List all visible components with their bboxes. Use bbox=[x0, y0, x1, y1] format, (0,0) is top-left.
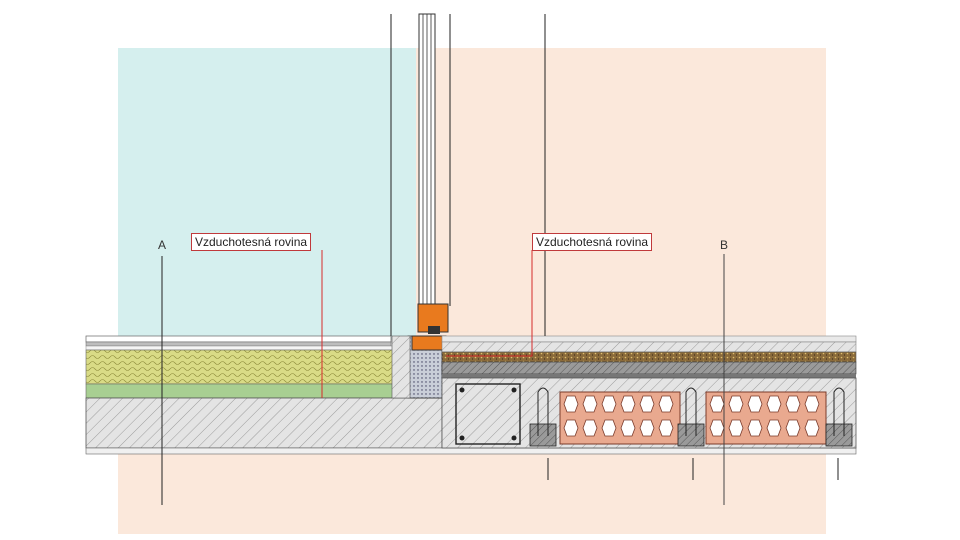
block-cavity bbox=[601, 395, 617, 413]
rebar bbox=[685, 387, 697, 436]
concrete-beam bbox=[455, 383, 521, 445]
rebar bbox=[833, 387, 845, 436]
concrete-slab-left bbox=[85, 397, 443, 449]
exterior-zone-upper bbox=[416, 48, 826, 340]
block-cavity bbox=[563, 419, 579, 437]
block-cavity bbox=[709, 395, 725, 413]
rebar bbox=[537, 387, 549, 436]
airtight-plane-callout-left: Vzduchotesná rovina bbox=[191, 233, 312, 251]
block-cavity bbox=[639, 395, 655, 413]
block-cavity bbox=[804, 419, 820, 437]
block-cavity bbox=[620, 395, 636, 413]
section-label-a: A bbox=[158, 238, 167, 252]
block-cavity bbox=[658, 395, 674, 413]
block-cavity bbox=[728, 395, 744, 413]
block-cavity bbox=[747, 419, 763, 437]
exterior-zone-lower bbox=[118, 452, 826, 534]
block-cavity bbox=[582, 419, 598, 437]
insulation-layer-left bbox=[85, 349, 409, 385]
block-cavity bbox=[658, 419, 674, 437]
block-cavity bbox=[601, 419, 617, 437]
block-cavity bbox=[728, 419, 744, 437]
airtight-leader-right bbox=[446, 250, 533, 357]
ceramic-blocks bbox=[529, 387, 853, 447]
screed-layer-right bbox=[441, 351, 857, 363]
section-label-b: B bbox=[720, 238, 729, 252]
rib-support bbox=[529, 423, 557, 447]
block-cavity bbox=[785, 419, 801, 437]
block-cavity bbox=[766, 395, 782, 413]
block-cavity bbox=[785, 395, 801, 413]
block-cavity bbox=[766, 419, 782, 437]
block-cavity bbox=[747, 395, 763, 413]
interior-zone bbox=[118, 48, 416, 340]
block-cavity bbox=[563, 395, 579, 413]
rib-support bbox=[677, 423, 705, 447]
floor-finish-left bbox=[85, 335, 392, 343]
block-cavity bbox=[639, 419, 655, 437]
airtight-plane-callout-right: Vzduchotesná rovina bbox=[532, 233, 653, 251]
block-cavity bbox=[709, 419, 725, 437]
insulation-layer-left-lower bbox=[85, 383, 409, 399]
block-cavity bbox=[582, 395, 598, 413]
rib-support bbox=[825, 423, 853, 447]
floor-finish-right bbox=[441, 335, 857, 343]
block-cavity bbox=[804, 395, 820, 413]
block-cavity bbox=[620, 419, 636, 437]
